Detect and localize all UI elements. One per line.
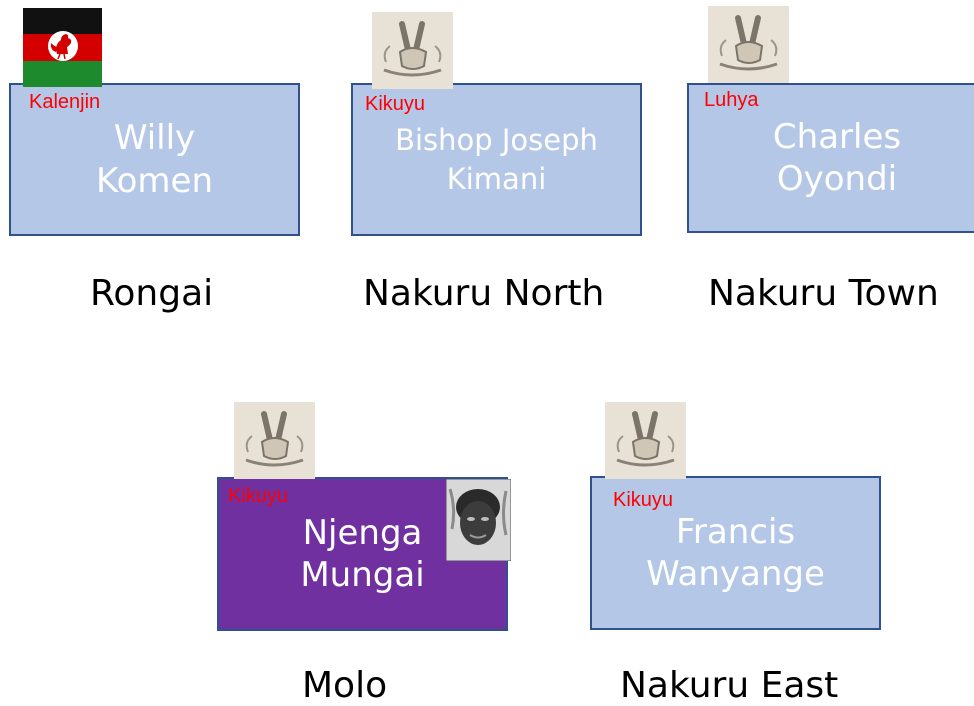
candidate-name-line-1: Charles <box>772 116 902 157</box>
candidate-name-line-2: Wanyange <box>646 554 825 594</box>
constituency-label-molo: Molo <box>302 665 388 706</box>
candidate-name-line-2: Oyondi <box>776 159 898 199</box>
kanu-rooster-flag-icon <box>23 8 102 87</box>
candidate-name-line-2: Kimani <box>446 161 547 196</box>
v-sign-hand-icon <box>708 6 789 83</box>
constituency-label-rongai: Rongai <box>90 273 214 314</box>
candidate-name-line-1: Bishop Joseph <box>395 122 598 157</box>
ethnicity-label: Luhya <box>704 89 759 111</box>
v-sign-hand-icon <box>372 12 453 89</box>
candidate-portrait-photo <box>446 479 511 561</box>
candidate-card-bishop-joseph-kimani: Bishop Joseph Kimani <box>351 83 642 236</box>
v-sign-hand-icon <box>605 402 686 479</box>
candidate-card-willy-komen: Willy Komen <box>9 83 300 236</box>
ethnicity-label: Kikuyu <box>365 93 426 115</box>
candidate-name-line-2: Komen <box>96 160 213 201</box>
ethnicity-label: Kikuyu <box>228 485 289 507</box>
ethnicity-label: Kikuyu <box>613 489 674 511</box>
candidate-name-line-2: Mungai <box>300 555 425 595</box>
candidate-card-charles-oyondi: Charles Oyondi <box>687 83 974 233</box>
constituency-label-nakuru-town: Nakuru Town <box>708 273 939 314</box>
candidate-card-francis-wanyange: Francis Wanyange <box>590 476 881 630</box>
ethnicity-label: Kalenjin <box>29 91 101 113</box>
constituency-label-nakuru-north: Nakuru North <box>363 273 605 314</box>
constituency-label-nakuru-east: Nakuru East <box>620 665 839 706</box>
candidate-name-line-1: Francis <box>675 511 796 552</box>
candidate-name-line-1: Njenga <box>302 512 423 553</box>
v-sign-hand-icon <box>234 402 315 479</box>
candidate-name-line-1: Willy <box>113 118 196 158</box>
